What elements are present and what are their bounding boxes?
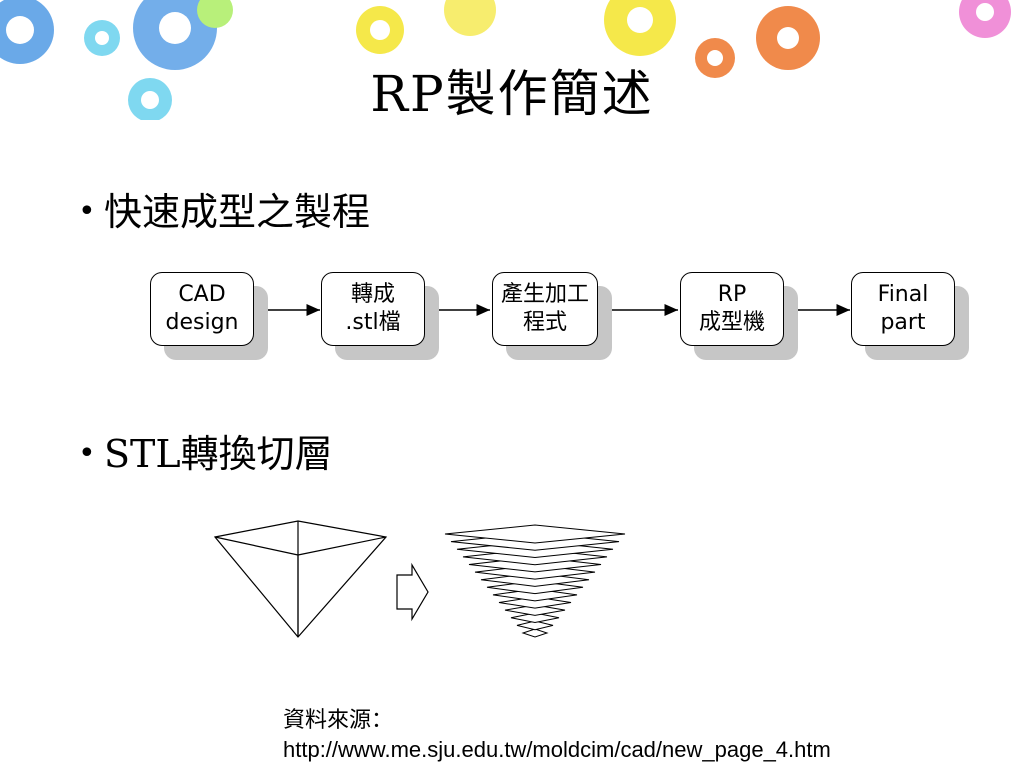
gear-icon	[84, 20, 120, 56]
flow-step-line: 程式	[522, 310, 567, 335]
flow-step-line: design	[165, 310, 239, 335]
flow-step-convert-stl: 轉成 .stl檔	[321, 272, 425, 346]
bullet-marker: •	[78, 194, 96, 229]
flow-step-cad-design: CAD design	[150, 272, 254, 346]
flow-step-line: 成型機	[698, 310, 765, 335]
flow-step-line: .stl檔	[345, 310, 401, 335]
gear-icon	[128, 78, 172, 120]
slice-layer	[521, 628, 549, 638]
slice-layer	[444, 524, 626, 544]
gear-icon	[133, 0, 217, 70]
flow-step-generate-program: 產生加工 程式	[492, 272, 598, 346]
convert-arrow-icon	[396, 562, 429, 622]
flow-step-line: part	[880, 310, 926, 335]
source-url: http://www.me.sju.edu.tw/moldcim/cad/new…	[283, 737, 831, 762]
flow-step-line: 產生加工	[500, 282, 589, 307]
flow-step-line: 轉成	[350, 282, 395, 307]
gear-icon	[604, 0, 676, 56]
gear-icon	[356, 6, 404, 54]
gear-banner	[0, 0, 1011, 120]
gear-icon	[756, 6, 820, 70]
stl-slicing-diagram	[213, 520, 626, 638]
flow-step-line: RP	[717, 282, 747, 307]
source-citation: 資料來源： http://www.me.sju.edu.tw/moldcim/c…	[283, 705, 831, 765]
bullet-marker: •	[78, 436, 96, 471]
bullet-text: 快速成型之製程	[104, 190, 371, 234]
bullet-text: STL轉換切層	[104, 432, 333, 476]
slice-layer	[516, 620, 554, 631]
flow-step-final-part: Final part	[851, 272, 955, 346]
slice-layer	[510, 612, 560, 624]
flow-step-line: CAD	[178, 282, 226, 307]
pyramid-model	[213, 520, 388, 638]
gear-icon	[197, 0, 233, 28]
gear-icon	[444, 0, 496, 36]
bullet-item: •STL轉換切層	[78, 430, 333, 478]
gear-icon	[695, 38, 735, 78]
bullet-item: •快速成型之製程	[78, 188, 370, 236]
slide-title: RP製作簡述	[370, 65, 654, 123]
sliced-layers	[444, 524, 626, 638]
flow-arrows	[253, 304, 850, 316]
source-label: 資料來源：	[283, 707, 394, 732]
process-flowchart: CAD design 轉成 .stl檔 產生加工 程式 RP 成型機 Final…	[140, 262, 980, 372]
gear-icon	[959, 0, 1011, 38]
flow-step-rp-machine: RP 成型機	[680, 272, 784, 346]
flow-step-line: Final	[877, 282, 929, 307]
gear-icon	[0, 0, 54, 64]
